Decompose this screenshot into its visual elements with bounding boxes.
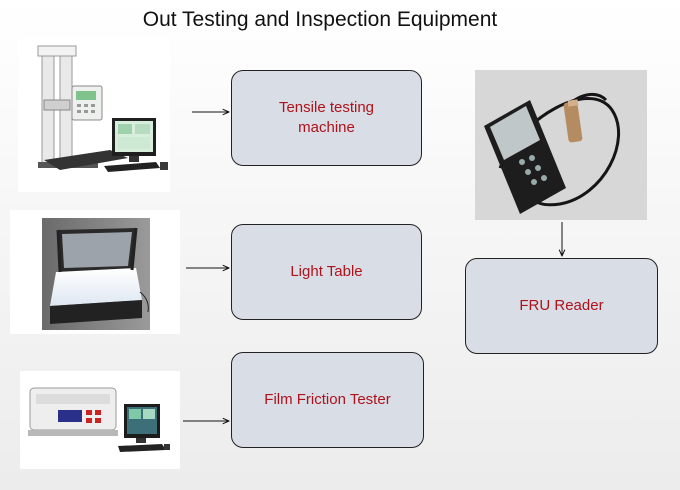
film-friction-label: Film Friction Tester [264,391,391,408]
film-friction-box: Film Friction Tester [231,352,424,448]
page-title: Out Testing and Inspection Equipment [142,8,498,31]
tensile-tester-photo [18,38,170,192]
fru-reader-photo [475,70,647,220]
light-table-photo [10,210,180,334]
friction-tester-photo [20,371,180,469]
light-table-box: Light Table [231,224,422,320]
tensile-testing-label: Tensile testing machine [278,99,375,136]
fru-reader-box: FRU Reader [465,258,658,354]
tensile-testing-box: Tensile testing machine [231,70,422,166]
fru-reader-label: FRU Reader [519,297,604,314]
light-table-label: Light Table [290,263,363,280]
